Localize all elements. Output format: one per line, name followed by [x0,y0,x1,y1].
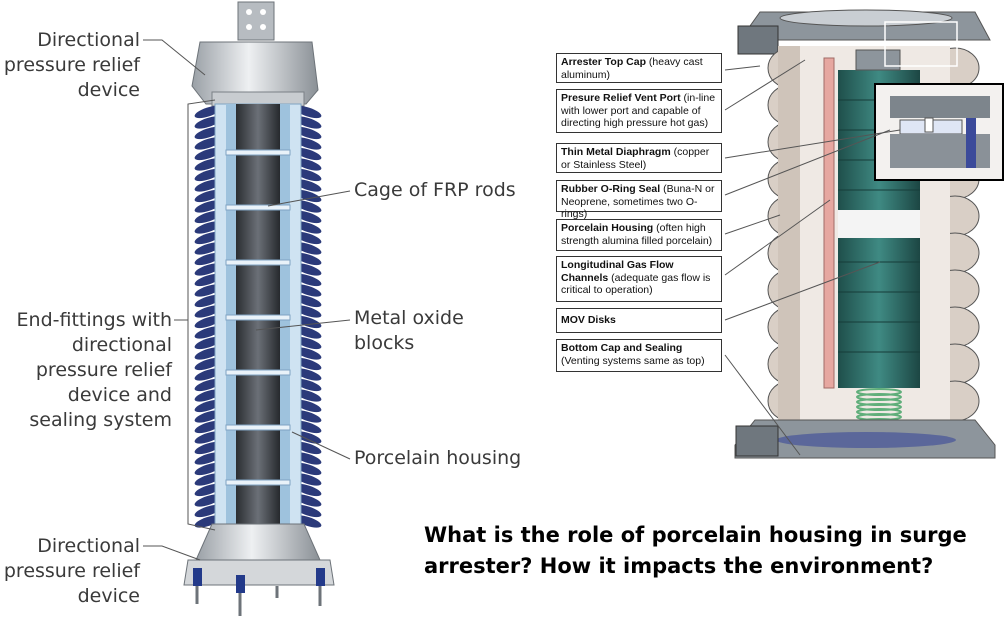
left-leader-lines [143,39,351,561]
label-metal-oxide: Metal oxide blocks [354,307,464,354]
right-leader-lines [724,59,901,456]
right-cutaway-arrester [734,9,1004,459]
question-text: What is the role of porcelain housing in… [424,523,967,578]
frp-rings [225,149,291,486]
left-arrester [183,1,335,616]
callout-porcelain: Porcelain Housing (often high strength a… [556,219,722,251]
callout-diaphragm: Thin Metal Diaphragm (copper or Stainles… [556,143,722,173]
callout-gas-channels: Longitudinal Gas Flow Channels (adequate… [556,256,722,302]
callout-top-cap: Arrester Top Cap (heavy cast aluminum) [556,53,722,83]
label-end-fittings: End-fittings with directional pressure r… [16,309,172,431]
label-frp-rods: Cage of FRP rods [354,179,516,201]
callout-bottom-cap: Bottom Cap and Sealing (Venting systems … [556,339,722,372]
label-top-pressure-relief: Directional pressure relief device [3,29,140,101]
callout-vent-port: Presure Relief Vent Port (in-line with l… [556,89,722,133]
label-porcelain-housing: Porcelain housing [354,447,522,469]
callout-o-ring: Rubber O-Ring Seal (Buna-N or Neoprene, … [556,180,722,220]
label-bottom-pressure-relief: Directional pressure relief device [3,535,140,607]
callout-mov-disks: MOV Disks [556,308,722,333]
